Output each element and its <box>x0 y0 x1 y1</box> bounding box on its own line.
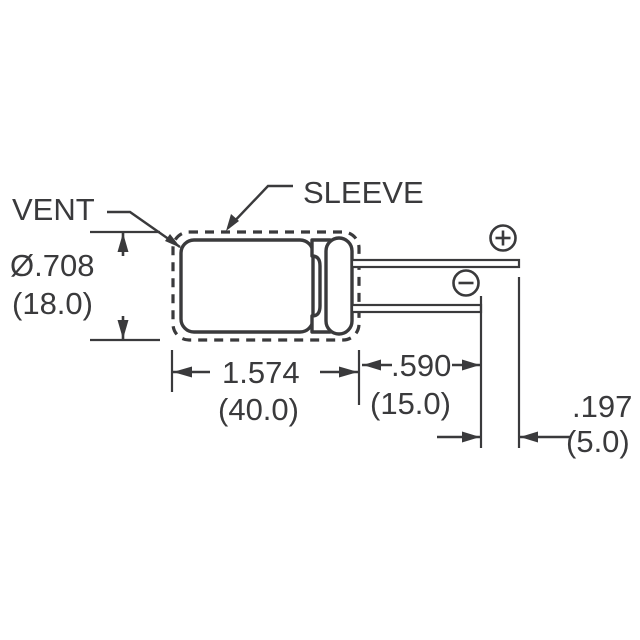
diameter-dim-secondary: (18.0) <box>12 286 93 321</box>
sleeve-dashed-outline <box>171 230 361 342</box>
diameter-arrow-down <box>117 320 129 339</box>
vent-arrowhead <box>165 234 181 248</box>
capacitor-end-cap <box>324 236 354 336</box>
lead-spacing-arrow-inner <box>462 431 480 443</box>
lead-group <box>350 258 521 314</box>
lead-length-arrow-right <box>462 359 480 371</box>
lead-spacing-arrow-outer <box>520 431 538 443</box>
positive-lead-wire <box>350 258 521 269</box>
sleeve-arrowhead <box>226 214 239 231</box>
sleeve-leader <box>226 184 293 231</box>
lead-length-dim-primary: .590 <box>391 348 451 383</box>
capacitor-body-group <box>179 236 354 336</box>
body-length-dimension-group <box>170 350 361 405</box>
lead-length-arrow-left <box>363 359 381 371</box>
body-length-arrow-right <box>339 366 358 378</box>
body-length-dim-secondary: (40.0) <box>218 392 299 427</box>
lead-spacing-dim-primary: .197 <box>572 389 632 424</box>
lead-spacing-dim-secondary: (5.0) <box>566 424 630 459</box>
body-length-dim-primary: 1.574 <box>222 355 300 390</box>
vent-label: VENT <box>12 192 95 227</box>
lead-length-dim-secondary: (15.0) <box>370 386 451 421</box>
diameter-arrow-up <box>117 233 129 252</box>
sleeve-label: SLEEVE <box>303 175 424 210</box>
body-length-arrow-left <box>173 366 192 378</box>
negative-lead-wire <box>350 303 483 314</box>
vent-leader <box>107 210 181 248</box>
lead-length-dimension-group <box>362 296 483 448</box>
polarity-markers <box>452 224 517 297</box>
lead-spacing-dimension-group <box>437 277 570 448</box>
diameter-dim-primary: Ø.708 <box>10 248 94 283</box>
minus-circle-icon <box>452 269 480 297</box>
capacitor-can-body <box>179 238 315 334</box>
diameter-dimension-group <box>90 230 160 342</box>
plus-circle-icon <box>489 224 517 252</box>
